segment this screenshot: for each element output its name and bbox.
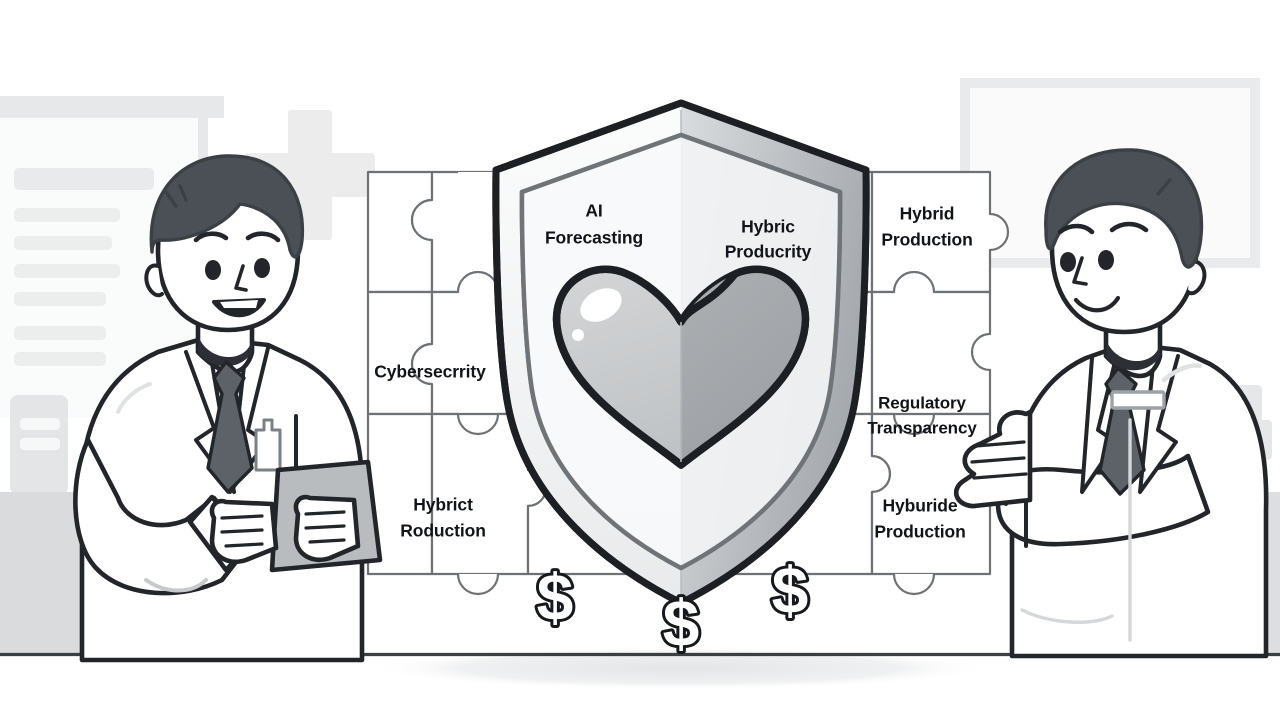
- left-arm-sleeve: [73, 437, 253, 596]
- right-eye-a: [1060, 252, 1076, 272]
- puzzle-label-regulatory-transparency-line1: Regulatory: [878, 393, 966, 412]
- left-eye-b: [254, 258, 270, 278]
- right-coat-pocket: [1110, 390, 1166, 410]
- floor-shadow: [370, 646, 990, 690]
- left-eyebrow-b: [245, 231, 281, 243]
- dollar-sign-right: $: [772, 553, 809, 627]
- right-nose: [1072, 256, 1088, 286]
- puzzle-labels: AI Forecasting Hybric Producrity Hybrid …: [374, 201, 977, 542]
- left-coat-highlight: [116, 382, 152, 414]
- puzzle-label-hybric-producrity-line2: Producrity: [725, 242, 812, 262]
- left-pen: [254, 418, 282, 472]
- right-mouth: [1073, 295, 1121, 313]
- puzzle-label-hyburide-production-line2: Production: [874, 522, 965, 542]
- left-eye-a: [205, 260, 221, 280]
- right-coat-highlight: [1161, 363, 1203, 383]
- heart-core: [552, 265, 810, 469]
- puzzle-label-hybrid-production-line2: Production: [881, 230, 972, 250]
- puzzle-piece-r2c5: [870, 270, 992, 416]
- scientist-right: [954, 148, 1269, 659]
- scientist-left: [73, 154, 383, 663]
- left-ear: [144, 263, 164, 298]
- right-eyebrow-b: [1109, 221, 1149, 233]
- puzzle-knob-bottom-right: [892, 572, 936, 596]
- right-coat-hem: [1020, 608, 1114, 624]
- puzzle-label-ai-forecasting-line2: Forecasting: [545, 228, 643, 248]
- bottle-left: [10, 395, 68, 495]
- puzzle-label-regulatory-transparency-line2: Transparency: [867, 418, 977, 437]
- puzzle-label-hybrid-production-line1: Hybrid: [900, 204, 955, 224]
- heart-highlight-large: [580, 288, 622, 322]
- puzzle-knob-bottom-left: [456, 572, 500, 596]
- left-hair: [149, 154, 305, 259]
- left-hand-b-fingers: [304, 510, 346, 544]
- right-hair-tuft: [1156, 178, 1172, 196]
- heart-highlight-small: [572, 329, 584, 341]
- puzzle-label-cybersecrrity: Cybersecrrity: [374, 362, 486, 382]
- dollar-sign-center: $: [663, 586, 700, 660]
- left-hair-tuft: [164, 184, 188, 208]
- right-tie: [1098, 366, 1146, 496]
- shield-inner-border-2: [519, 132, 843, 571]
- right-eyebrow-a: [1057, 223, 1095, 235]
- left-eyebrow-a: [193, 231, 229, 243]
- puzzle-label-hyburide-production-line1: Hyburide: [882, 496, 957, 516]
- left-coat-pocket: [144, 578, 208, 593]
- heart-right-shade: [681, 269, 806, 465]
- right-hand-overlay-fingers: [970, 440, 1028, 480]
- left-tie: [206, 360, 254, 494]
- puzzle-piece-r1c5: [870, 170, 1010, 294]
- right-collar-shadow: [1106, 342, 1160, 371]
- shield-outline: [492, 99, 870, 607]
- puzzle-label-hybrict-production-line2: Roduction: [400, 521, 486, 541]
- left-nose: [234, 264, 248, 292]
- scientist-right-hand-overlay: [954, 409, 1033, 509]
- left-collar-shadow: [198, 338, 252, 367]
- right-ear: [1186, 259, 1207, 296]
- currency-symbols: $ $ $: [534, 550, 812, 663]
- right-eye-b: [1098, 250, 1114, 270]
- puzzle-label-hybric-producrity-line1: Hybric: [741, 217, 795, 237]
- left-teeth: [220, 300, 258, 308]
- dollar-sign-left: $: [537, 560, 574, 634]
- left-hand-a-fingers: [220, 514, 264, 548]
- puzzle-label-hybrict-production-line1: Hybrict: [413, 495, 473, 515]
- puzzle-label-ai-forecasting-line1: AI: [585, 201, 602, 221]
- puzzle-notch-top-left: [458, 172, 498, 192]
